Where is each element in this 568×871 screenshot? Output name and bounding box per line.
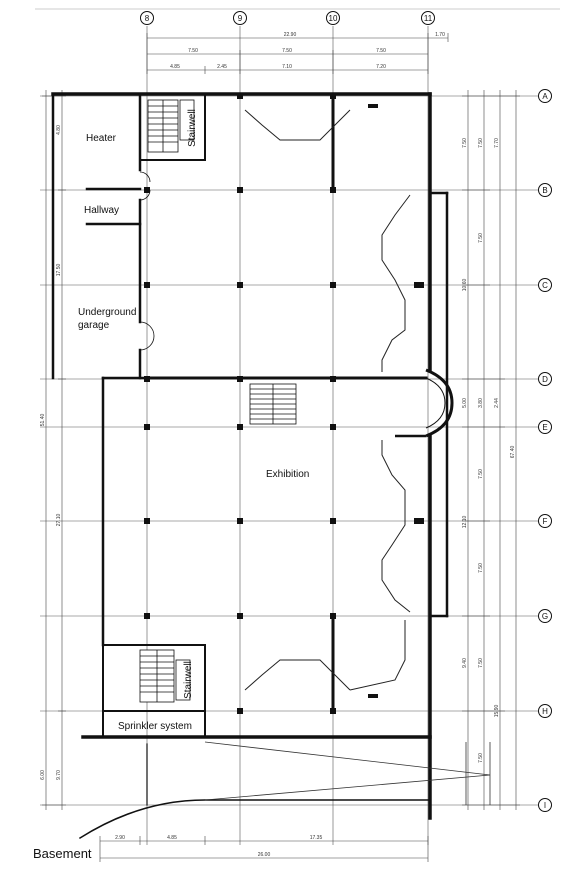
dim-bottom-c: 17.35	[310, 835, 323, 841]
plan-caption: Basement	[33, 846, 92, 861]
room-label-garage-line2: garage	[78, 320, 110, 331]
dim-right-d: 7.50	[478, 233, 484, 243]
axis-label-11: 11	[424, 14, 433, 23]
dim-right-l: 9.40	[462, 658, 468, 668]
axis-label-H: H	[542, 707, 548, 716]
dim-right-o: 67.40	[510, 446, 516, 459]
dim-top-sub-d: 7.20	[376, 64, 386, 70]
dim-right-g: 3.80	[478, 398, 484, 408]
dim-right-p: 7.50	[478, 753, 484, 763]
walls	[51, 92, 449, 840]
dim-right-j: 12.10	[462, 516, 468, 529]
display-partitions	[244, 109, 411, 691]
dim-right-a: 7.50	[462, 138, 468, 148]
column-axis-markers: 8 9 10 11	[140, 11, 435, 25]
axis-label-9: 9	[238, 14, 243, 23]
axis-label-F: F	[543, 517, 548, 526]
room-label-stairwell-top: Stairwell	[187, 109, 198, 147]
room-label-sprinkler: Sprinkler system	[118, 721, 192, 732]
doors	[139, 171, 155, 351]
dim-left-e: 6.00	[40, 770, 46, 780]
rounded-bay-wall	[425, 368, 454, 438]
dim-left-c: 51.40	[40, 414, 46, 427]
dim-top-sub-c: 7.10	[282, 64, 292, 70]
dim-left-f: 9.70	[56, 770, 62, 780]
dim-top-sub-a: 4.85	[170, 64, 180, 70]
dim-left-d: 27.10	[56, 514, 62, 527]
axis-label-I: I	[544, 801, 546, 810]
row-axis-markers: A B C D E F G H I	[538, 89, 552, 812]
room-label-garage-line1: Underground	[78, 307, 136, 318]
top-dimensions	[146, 33, 449, 74]
dim-bottom-total: 26.00	[258, 852, 271, 858]
stairs-bottom	[139, 649, 191, 703]
room-label-stairwell-bottom: Stairwell	[183, 661, 194, 699]
room-label-heater: Heater	[86, 133, 117, 144]
axis-label-B: B	[542, 186, 547, 195]
dim-top-span-a: 7.50	[188, 48, 198, 54]
stairs-center	[249, 383, 297, 425]
axis-label-A: A	[542, 92, 548, 101]
room-label-hallway: Hallway	[84, 205, 119, 216]
dim-bottom-b: 4.85	[167, 835, 177, 841]
dim-top-right: 1.70	[435, 32, 445, 38]
axis-label-8: 8	[145, 14, 150, 23]
dim-right-m: 7.50	[478, 658, 484, 668]
dim-top-span-c: 7.50	[376, 48, 386, 54]
axis-label-E: E	[542, 423, 547, 432]
dim-right-n: 15.90	[494, 705, 500, 718]
dim-right-f: 5.00	[462, 398, 468, 408]
room-label-exhibition: Exhibition	[266, 469, 309, 480]
dim-right-b: 7.50	[478, 138, 484, 148]
stairs-top	[147, 99, 195, 153]
dim-top-total: 22.90	[284, 32, 297, 38]
right-dimensions	[462, 90, 520, 810]
axis-label-D: D	[542, 375, 548, 384]
dim-right-e: 10.60	[462, 279, 468, 292]
axis-label-G: G	[542, 612, 548, 621]
dim-right-i: 7.50	[478, 469, 484, 479]
dim-top-sub-b: 2.45	[217, 64, 227, 70]
ramp-lines	[204, 741, 491, 805]
dim-left-b: 17.50	[56, 264, 62, 277]
dim-bottom-a: 2.90	[115, 835, 125, 841]
dim-left-a: 4.80	[56, 125, 62, 135]
bottom-dimensions	[99, 836, 429, 862]
rounded-bay-inner	[425, 377, 446, 429]
dim-right-c: 7.70	[494, 138, 500, 148]
dim-top-span-b: 7.50	[282, 48, 292, 54]
axis-label-C: C	[542, 281, 548, 290]
columns	[144, 93, 424, 714]
dim-right-h: 2.44	[494, 398, 500, 408]
dim-right-k: 7.50	[478, 563, 484, 573]
left-dimensions	[42, 90, 66, 810]
axis-label-10: 10	[329, 14, 338, 23]
